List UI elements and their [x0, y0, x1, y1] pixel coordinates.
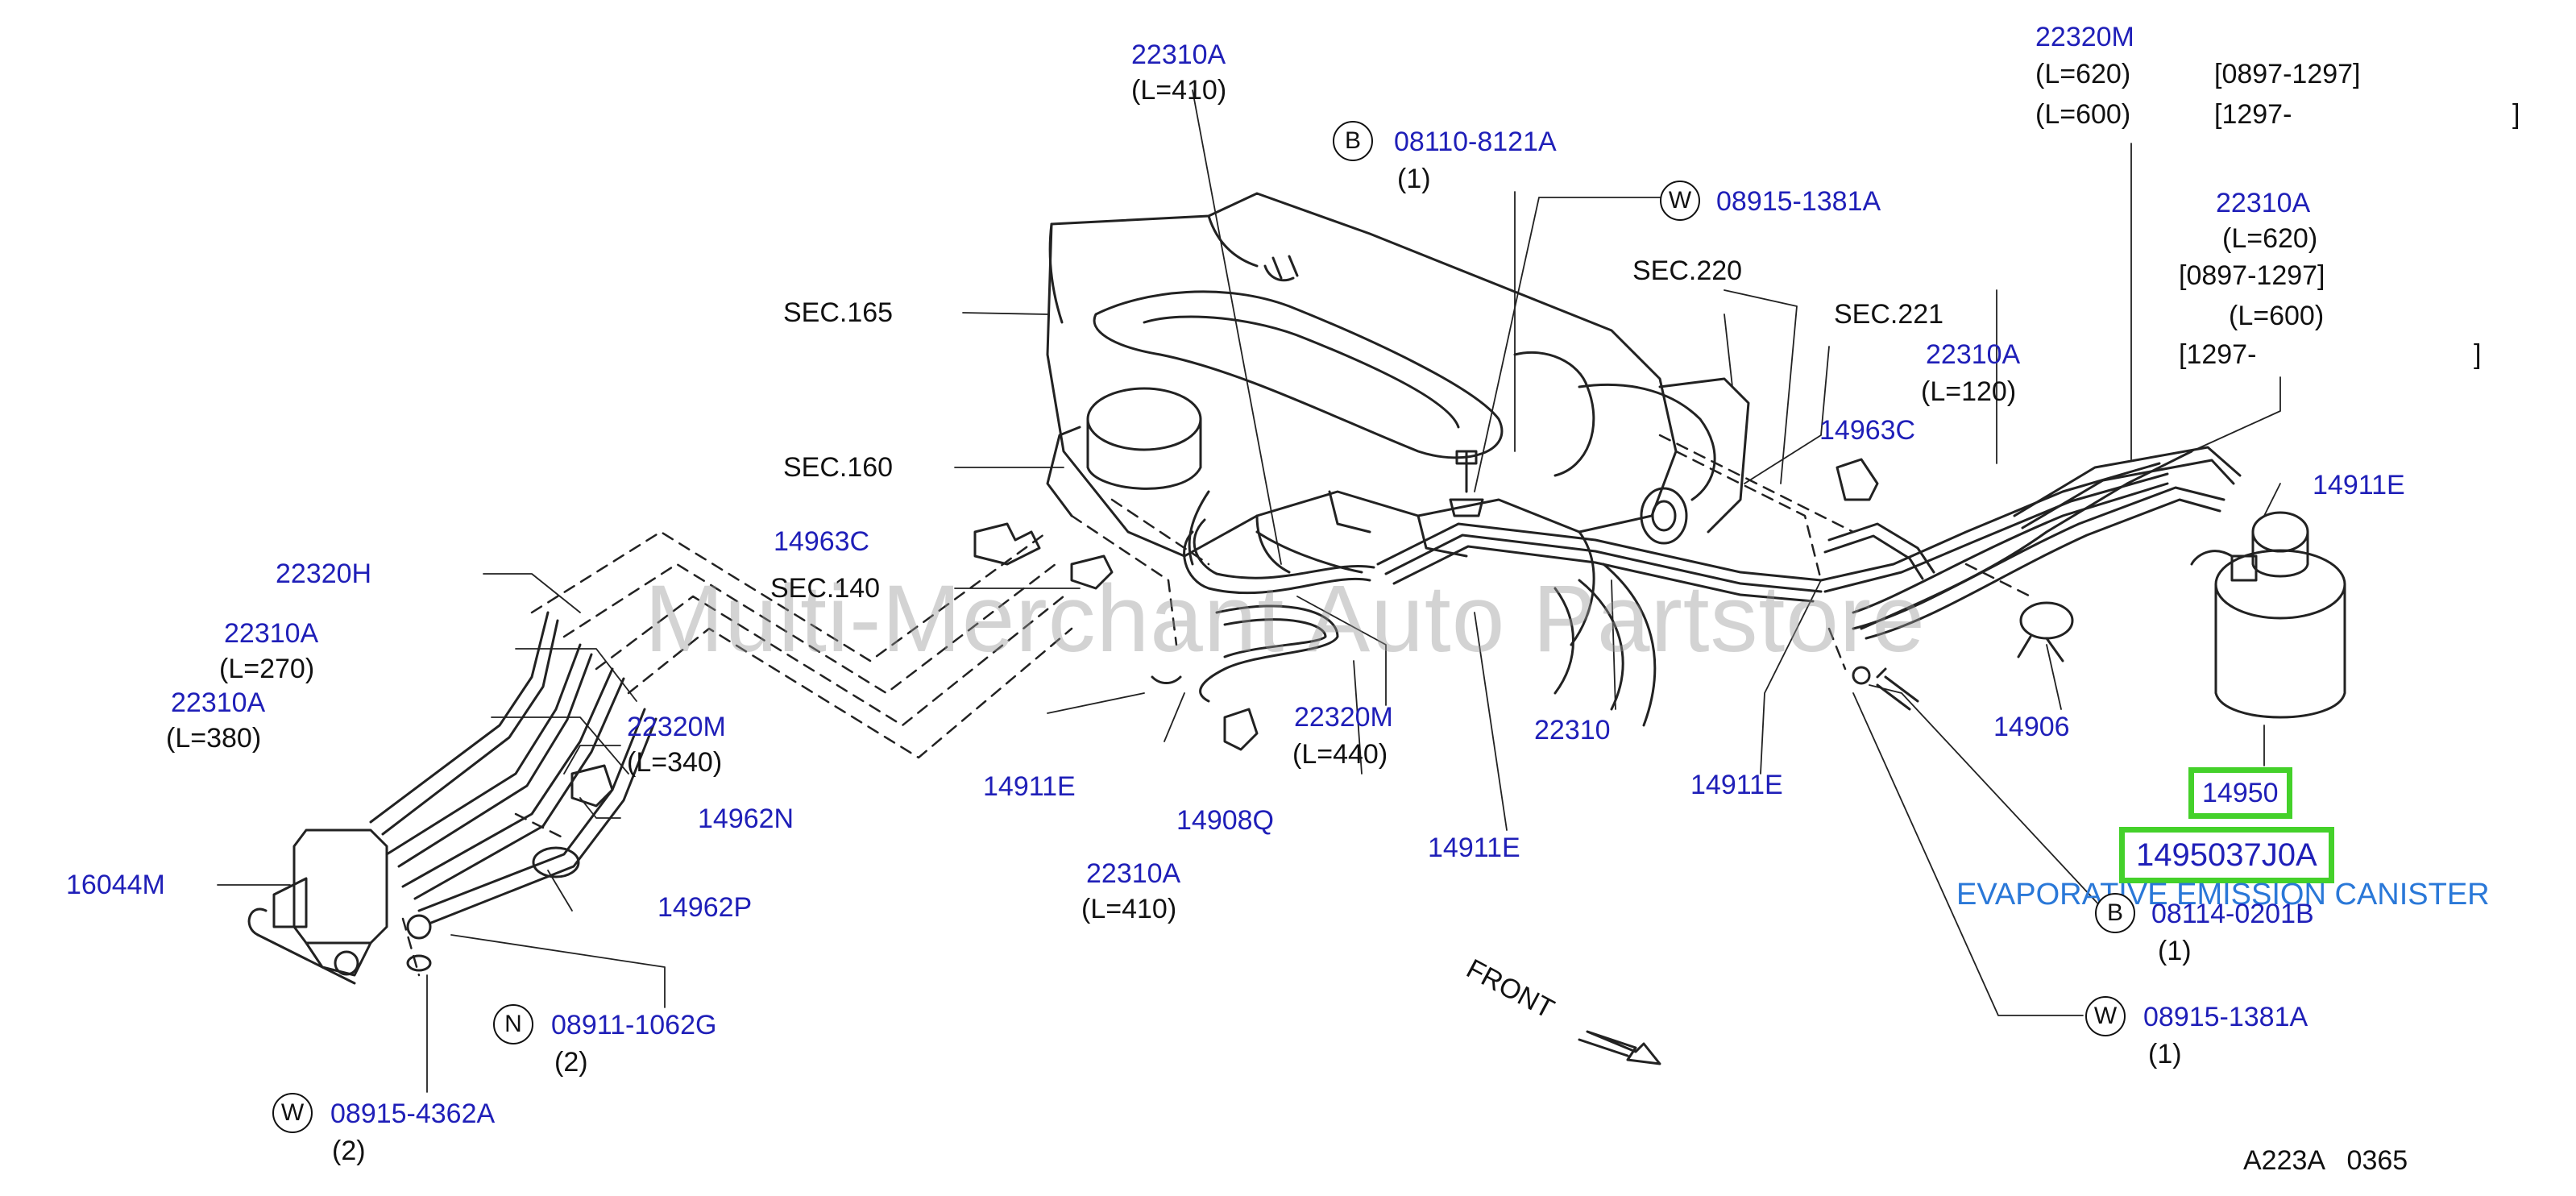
section-220[interactable]: SEC.220: [1632, 255, 1743, 286]
callout-22310a-120-length: (L=120): [1921, 376, 2017, 407]
section-221[interactable]: SEC.221: [1834, 299, 1944, 330]
small-parts: [406, 450, 2074, 972]
section-160[interactable]: SEC.160: [783, 452, 894, 483]
callout-08114-0201b[interactable]: 08114-0201B: [2151, 899, 2314, 929]
callout-14911e-lower-left[interactable]: 14911E: [983, 771, 1076, 802]
callout-22320m-440-length: (L=440): [1292, 739, 1388, 770]
callout-14911e-right[interactable]: 14911E: [2313, 470, 2405, 500]
callout-22310a-right-date2-end: ]: [2474, 339, 2482, 370]
callout-16044m[interactable]: 16044M: [66, 870, 165, 900]
bolt-symbol-b: B: [1333, 121, 1373, 161]
callout-22320m-340[interactable]: 22320M: [627, 712, 726, 742]
callout-22310a-right[interactable]: 22310A: [2216, 188, 2311, 218]
watermark: Multi-Merchant Auto Partstore: [645, 566, 1926, 672]
callout-08915-4362a[interactable]: 08915-4362A: [330, 1098, 496, 1129]
callout-14911e-center[interactable]: 14911E: [1428, 833, 1520, 863]
callout-22310a-right-spec1: (L=620): [2222, 223, 2318, 254]
callout-08110-8121a[interactable]: 08110-8121A: [1394, 127, 1557, 157]
canister-drawing: [2190, 511, 2346, 719]
callout-08915-1381a-bottom[interactable]: 08915-1381A: [2143, 1002, 2308, 1032]
section-165[interactable]: SEC.165: [783, 297, 894, 328]
callout-08911-1062g[interactable]: 08911-1062G: [551, 1010, 717, 1040]
canister-part-number[interactable]: 14950: [2188, 767, 2292, 819]
diagram-code: A223A 0365: [2243, 1145, 2408, 1176]
callout-14963c-right[interactable]: 14963C: [1819, 415, 1916, 446]
canister-full-part-number[interactable]: 1495037J0A: [2119, 827, 2334, 883]
callout-22320m-top[interactable]: 22320M: [2035, 22, 2134, 52]
dashed-routing: [401, 434, 2032, 977]
center-hoses: [1183, 518, 1375, 703]
callout-14906[interactable]: 14906: [1993, 712, 2070, 742]
callout-22310a-lower[interactable]: 22310A: [1086, 858, 1181, 889]
engine-assembly: [1046, 192, 1750, 727]
leader-lines: [217, 89, 2281, 1093]
nut-symbol-n: N: [493, 1004, 533, 1044]
callout-22320m-date2-end: ]: [2512, 99, 2520, 130]
callout-22320m-date2: [1297-: [2214, 99, 2292, 130]
callout-22310a-lower-length: (L=410): [1081, 894, 1177, 924]
washer-symbol-w-bottom-right: W: [2085, 996, 2126, 1036]
callout-22320m-date1: [0897-1297]: [2214, 59, 2361, 89]
washer-symbol-w-bottom-left: W: [272, 1093, 313, 1133]
callout-22320m-440[interactable]: 22320M: [1294, 702, 1393, 733]
callout-22310[interactable]: 22310: [1534, 715, 1611, 745]
callout-14963c-left[interactable]: 14963C: [774, 526, 870, 557]
callout-22310a-right-date2: [1297-: [2179, 339, 2257, 370]
callout-22310a-top-length: (L=410): [1131, 75, 1227, 106]
section-140[interactable]: SEC.140: [770, 573, 881, 604]
callout-22310a-120[interactable]: 22310A: [1926, 339, 2021, 370]
callout-08915-1381a-top[interactable]: 08915-1381A: [1716, 186, 1881, 217]
bolt-symbol-b-bottom: B: [2095, 893, 2135, 933]
callout-14908q[interactable]: 14908Q: [1176, 805, 1274, 836]
callout-22310a-270[interactable]: 22310A: [224, 618, 319, 649]
callout-14962n[interactable]: 14962N: [698, 804, 794, 834]
callout-22310a-270-length: (L=270): [219, 654, 315, 684]
callout-08110-8121a-qty: (1): [1397, 164, 1431, 194]
callout-22320m-spec2: (L=600): [2035, 99, 2131, 130]
callout-22310a-380[interactable]: 22310A: [171, 687, 266, 718]
front-arrow: [1578, 1030, 1661, 1065]
callout-22310a-380-length: (L=380): [166, 723, 262, 754]
canister-hoses: [1823, 446, 2242, 640]
callout-22310a-top[interactable]: 22310A: [1131, 39, 1226, 70]
callout-08915-1381a-bottom-qty: (1): [2148, 1039, 2182, 1069]
left-hoses-valve: [247, 611, 657, 985]
callout-14962p[interactable]: 14962P: [657, 892, 753, 923]
callout-22310a-right-spec2: (L=600): [2229, 301, 2325, 331]
washer-symbol-w-top: W: [1660, 181, 1700, 221]
callout-08911-1062g-qty: (2): [554, 1047, 588, 1078]
callout-22320m-340-length: (L=340): [627, 747, 723, 778]
callout-22310a-right-date1: [0897-1297]: [2179, 260, 2325, 291]
callout-08114-0201b-qty: (1): [2158, 936, 2192, 966]
callout-22320m-spec1: (L=620): [2035, 59, 2131, 89]
callout-14911e-mid[interactable]: 14911E: [1690, 770, 1783, 800]
callout-22320h[interactable]: 22320H: [276, 559, 372, 589]
canister-name: EVAPORATIVE EMISSION CANISTER: [1956, 878, 2490, 912]
callout-08915-4362a-qty: (2): [332, 1136, 366, 1166]
